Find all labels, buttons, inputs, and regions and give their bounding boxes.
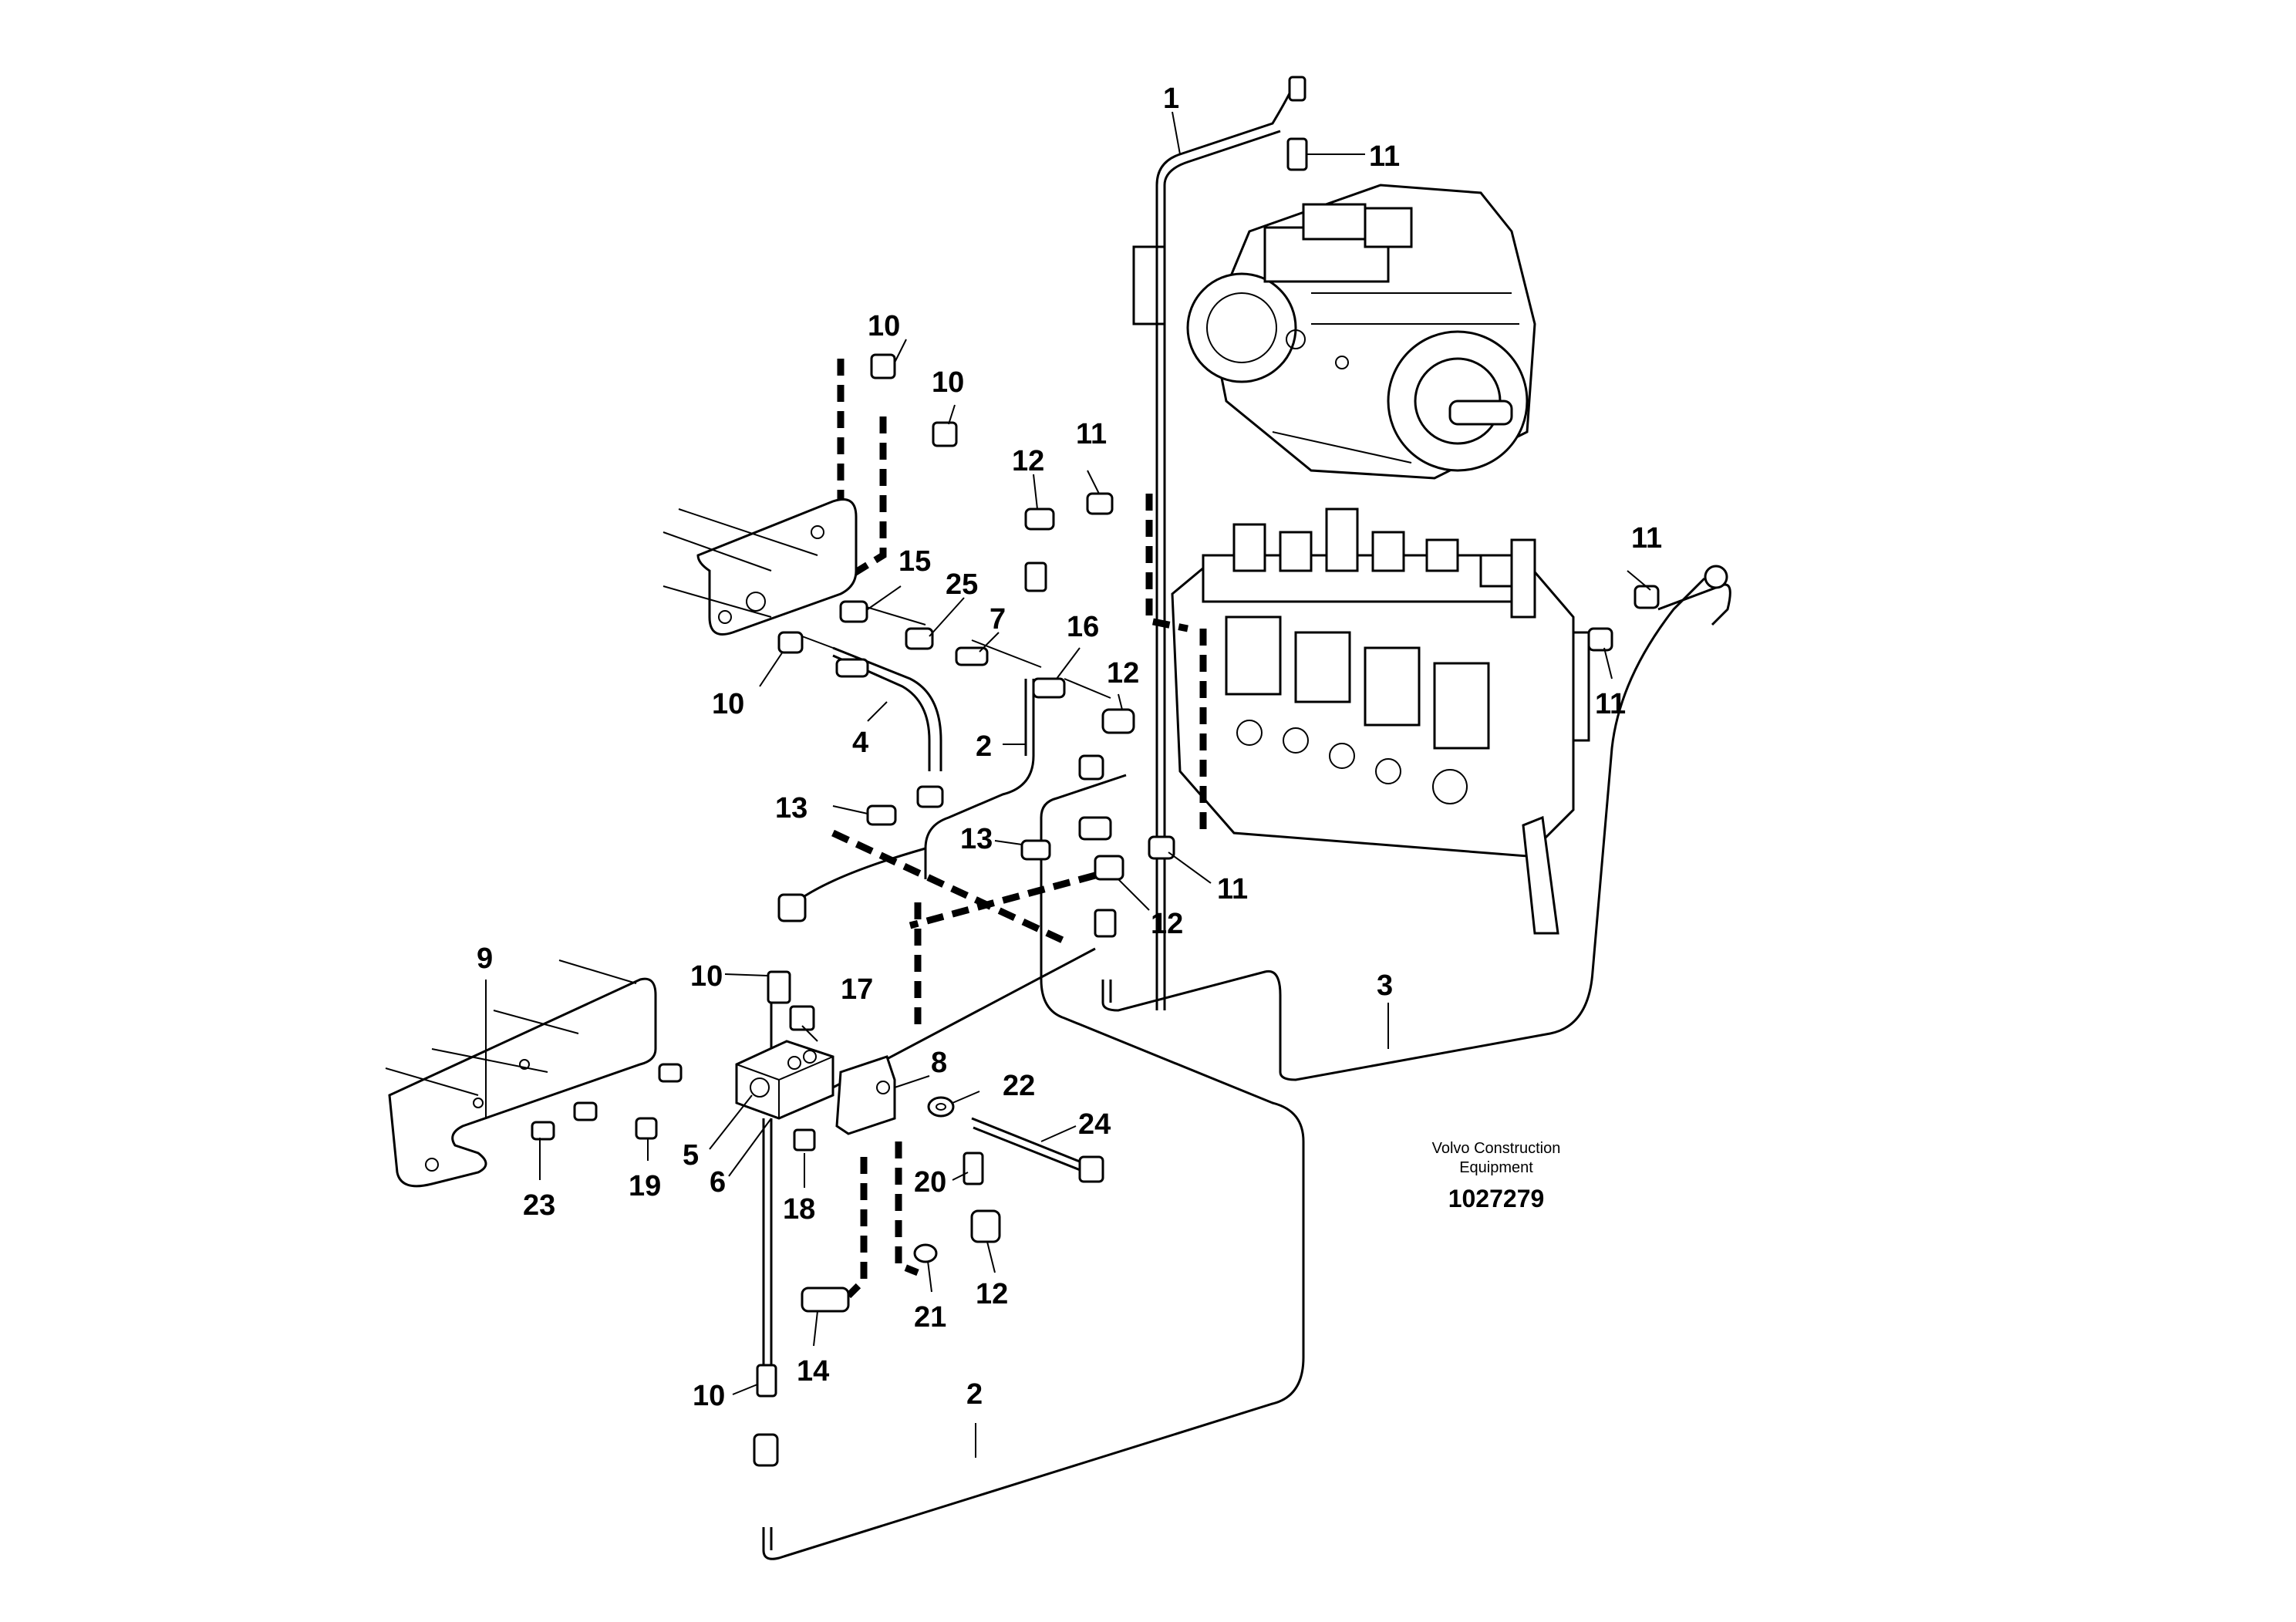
caption-company-line2: Equipment	[1459, 1159, 1533, 1176]
hydraulic-pump-drawing	[1132, 184, 1536, 480]
fittings	[531, 76, 1728, 1467]
callout-1: 1	[1163, 83, 1179, 115]
callout-10: 10	[868, 310, 900, 342]
callout-10: 10	[690, 960, 723, 993]
callout-22: 22	[1003, 1070, 1035, 1102]
callout-19: 19	[629, 1170, 661, 1202]
callout-17: 17	[841, 973, 873, 1006]
hydraulic-lines	[762, 76, 1731, 1560]
callout-16: 16	[1067, 611, 1099, 643]
callout-10: 10	[932, 366, 964, 399]
mounting-bracket-9	[385, 959, 657, 1188]
callout-15: 15	[899, 545, 931, 578]
callout-labels: 1 11 10 10 12 11 15 25 7 16 11 11 10 4 2…	[477, 83, 1662, 1412]
pilot-lines	[792, 359, 1207, 1299]
callout-12: 12	[976, 1278, 1008, 1310]
callout-8: 8	[931, 1047, 947, 1079]
callout-5: 5	[683, 1139, 699, 1172]
leader-lines	[485, 111, 1651, 1458]
callout-10: 10	[712, 688, 744, 720]
callout-11: 11	[1217, 873, 1248, 905]
callout-14: 14	[797, 1355, 829, 1388]
callout-11: 11	[1595, 688, 1626, 720]
callout-6: 6	[710, 1166, 726, 1199]
callout-12: 12	[1107, 657, 1139, 690]
callout-12: 12	[1012, 445, 1044, 477]
callout-23: 23	[523, 1189, 555, 1222]
drawing-caption: Volvo Construction Equipment 1027279	[1432, 1140, 1561, 1212]
callout-11: 11	[1631, 522, 1662, 555]
callout-2: 2	[976, 730, 992, 763]
callout-2: 2	[966, 1378, 983, 1411]
caption-company: Volvo Construction	[1432, 1140, 1561, 1157]
callout-24: 24	[1078, 1108, 1111, 1141]
upper-bracket	[663, 498, 858, 636]
callout-13: 13	[960, 823, 993, 855]
drawing-number: 1027279	[1448, 1185, 1545, 1212]
callout-12: 12	[1151, 908, 1183, 940]
callout-18: 18	[783, 1193, 815, 1226]
callout-10: 10	[693, 1380, 725, 1412]
callout-3: 3	[1377, 969, 1393, 1002]
manifold-block	[735, 1040, 834, 1120]
callout-11: 11	[1076, 418, 1107, 450]
callout-20: 20	[914, 1166, 946, 1199]
control-valve-drawing	[1171, 508, 1590, 935]
callout-9: 9	[477, 943, 493, 975]
callout-25: 25	[946, 568, 978, 601]
callout-7: 7	[990, 603, 1006, 636]
callout-4: 4	[852, 727, 868, 759]
small-bracket-8	[835, 1055, 896, 1135]
callout-13: 13	[775, 792, 807, 824]
callout-21: 21	[914, 1301, 946, 1334]
callout-11: 11	[1369, 140, 1400, 173]
